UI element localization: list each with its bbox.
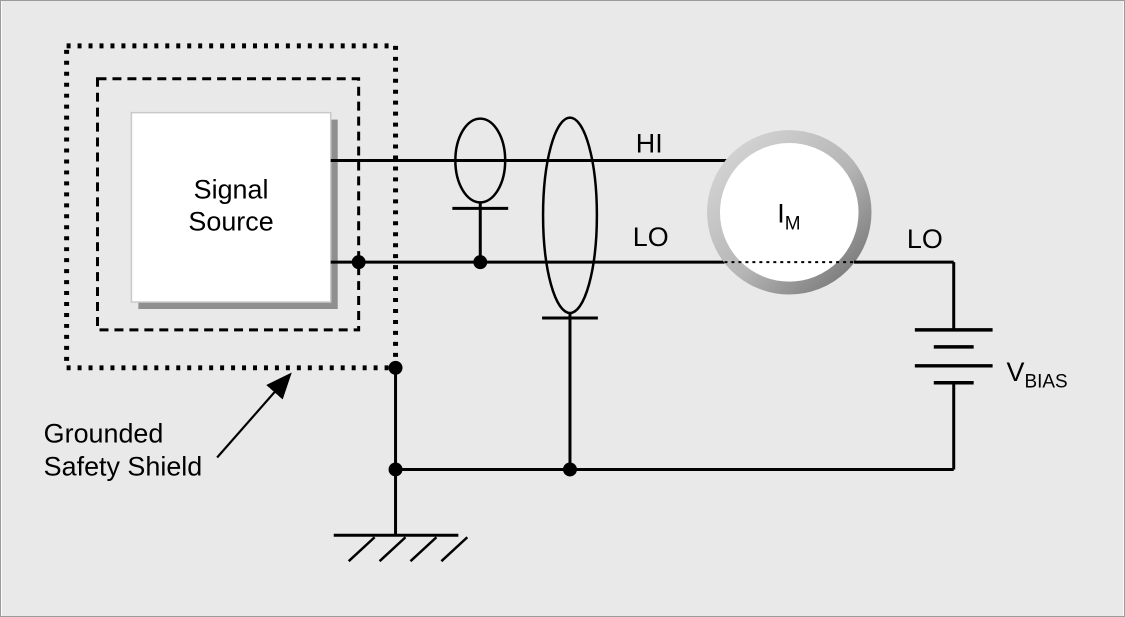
- shield-annotation-arrow: [216, 372, 292, 459]
- ground-hatch-1: [347, 536, 376, 563]
- ground-hatch-3: [409, 536, 438, 563]
- ammeter-label-sub: M: [785, 213, 801, 234]
- signal-source-box: [130, 111, 332, 303]
- inner-shield-boundary: [96, 77, 361, 332]
- lo-label-mid: LO: [633, 222, 669, 252]
- ammeter-label-main: I: [777, 198, 784, 228]
- outer-safety-shield-boundary: [64, 43, 399, 371]
- junction-dot-small-shield-lo: [473, 255, 488, 270]
- hi-label: HI: [636, 129, 663, 159]
- junction-dot-inner-shield-lo: [351, 255, 366, 270]
- junction-dot-outer-shield: [388, 360, 403, 375]
- lo-label-right: LO: [907, 224, 943, 254]
- vbias-label: VBIAS: [1007, 357, 1068, 393]
- grounded-shield-annotation-line1: Grounded: [44, 419, 164, 449]
- ground-hatch-2: [378, 536, 407, 563]
- grounded-shield-annotation-line2: Safety Shield: [44, 451, 203, 481]
- junction-dot-large-shield-return: [562, 462, 577, 477]
- ammeter-circle: [707, 130, 872, 295]
- junction-dot-ground-return: [388, 462, 403, 477]
- ground-hatch-4: [440, 536, 469, 563]
- vbias-label-main: V: [1007, 357, 1025, 387]
- signal-source-label-line2: Source: [188, 206, 273, 236]
- earth-ground-symbol: [333, 533, 469, 563]
- ammeter-label: IM: [777, 198, 800, 234]
- signal-source-label-line1: Signal: [194, 174, 269, 204]
- vbias-label-sub: BIAS: [1025, 372, 1068, 393]
